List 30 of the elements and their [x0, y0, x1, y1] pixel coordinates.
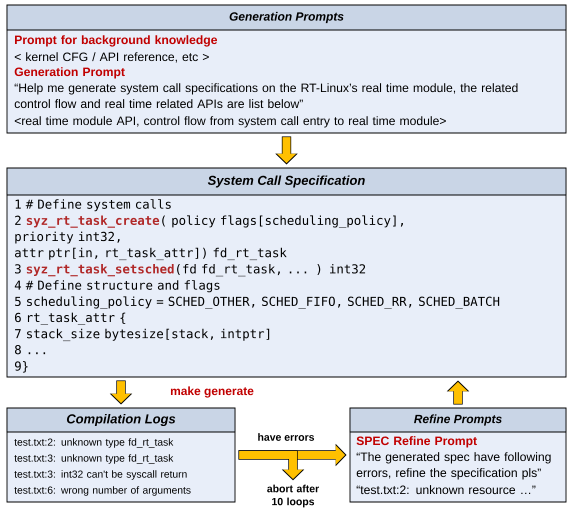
log-line: test.txt:3: int32 can't be syscall return: [14, 470, 187, 480]
edge-label: make generate: [169, 385, 255, 399]
code-line: 2 syz_rt_task_create( policy flags[scheduling_policy],: [15, 215, 403, 228]
outcome-text: abort after 10 loops: [267, 484, 319, 508]
code-line: 5 scheduling_policy = SCHED_OTHER, SCHED_FIFO, SCHED_RR, SCHED_BATCH: [15, 296, 500, 309]
log-line: test.txt:3: unknown type fd_rt_task: [14, 454, 174, 464]
code-line: 3 syz_rt_task_setsched(fd fd_rt_task, ... ) int32: [15, 264, 366, 276]
prompt-heading: SPEC Refine Prompt: [356, 436, 477, 448]
panel-title: System Call Specification: [6, 168, 566, 196]
prompt-text: < kernel CFG / API reference, etc >: [14, 52, 209, 63]
code-line: 9}: [14, 361, 28, 373]
prompt-text: “The generated spec have following errors, refine the specification pls”: [356, 452, 551, 480]
code-line: 1 # Define system calls: [16, 199, 171, 212]
prompt-text: <real time module API, control flow from system call entry to real time module>: [14, 116, 446, 128]
code-line: priority int32,: [15, 232, 120, 244]
panel-title: Generation Prompts: [6, 4, 566, 30]
prompt-text: “test.txt:2: unknown resource …”: [356, 485, 536, 494]
log-line: test.txt:6: wrong number of arguments: [14, 486, 191, 496]
prompt-heading: Generation Prompt: [14, 67, 125, 79]
code-line: 7 stack_size bytesize[stack, intptr]: [15, 328, 270, 342]
code-line: 8 ...: [15, 345, 46, 354]
panel-title: Compilation Logs: [6, 408, 236, 432]
code-line: 4 # Define structure and flags: [14, 280, 220, 292]
prompt-heading: Prompt for background knowledge: [15, 35, 218, 47]
prompt-text: “Help me generate system call specifications on the RT-Linux’s real time module, the related control flow and real time related APIs are list below”: [14, 83, 518, 108]
log-line: test.txt:2: unknown type fd_rt_task: [14, 438, 174, 448]
panel-title: Refine Prompts: [350, 408, 566, 432]
code-line: 6 rt_task_attr {: [15, 312, 126, 325]
code-line: attr ptr[in, rt_task_attr]) fd_rt_task: [15, 248, 287, 260]
edge-label: have errors: [256, 432, 316, 442]
